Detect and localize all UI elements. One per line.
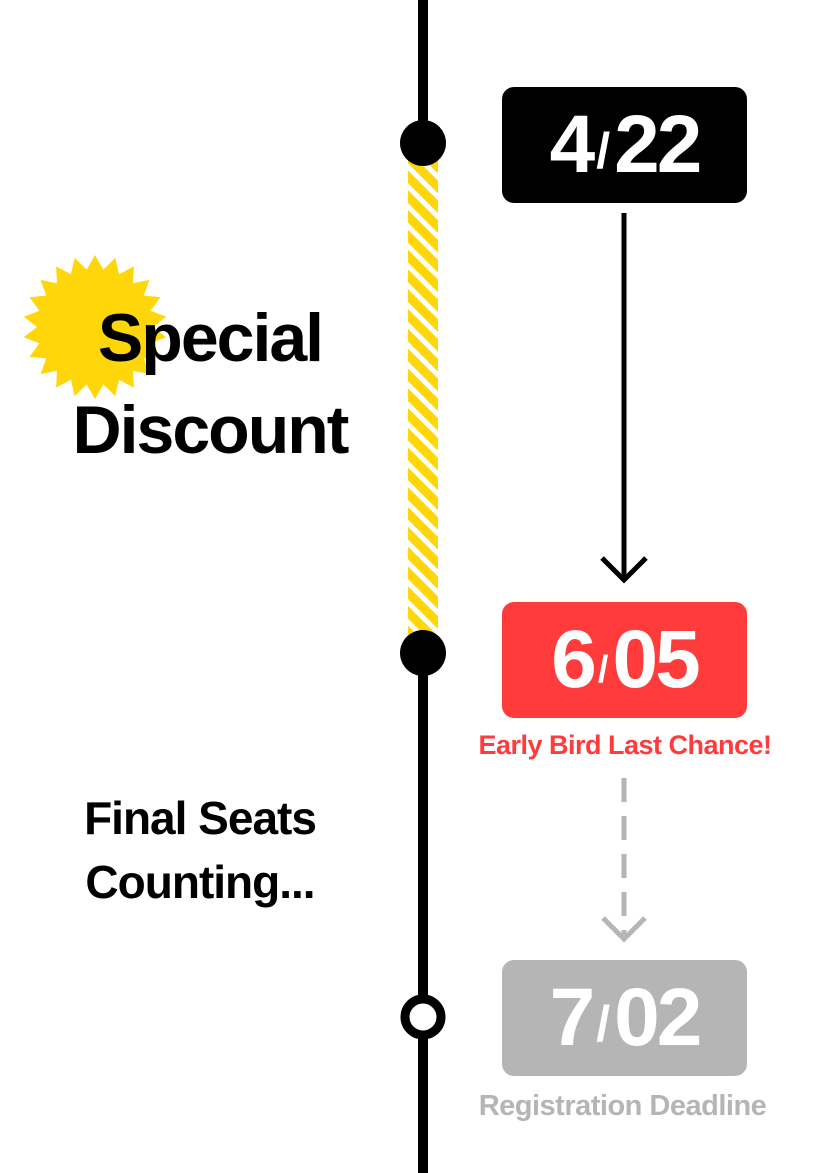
milestone-marker-deadline: [400, 994, 446, 1040]
date-day: 02: [614, 972, 702, 1063]
milestone-marker-start: [400, 120, 446, 166]
date-day: 22: [614, 99, 702, 190]
special-discount-label: Special Discount: [40, 292, 380, 476]
date-month: 4: [549, 99, 596, 190]
final-seats-line1: Final Seats: [84, 792, 317, 844]
date-box-deadline: 7 / 02: [502, 960, 747, 1076]
date-separator: /: [597, 649, 609, 691]
solid-arrow-head-icon: [600, 556, 648, 584]
date-separator: /: [596, 996, 611, 1052]
date-separator: /: [596, 123, 611, 179]
special-discount-line2: Discount: [72, 392, 350, 468]
early-bird-caption: Early Bird Last Chance!: [478, 730, 772, 760]
date-month: 6: [551, 614, 597, 705]
milestone-marker-early-bird: [400, 630, 446, 676]
date-box-start: 4 / 22: [502, 87, 747, 203]
special-discount-line1: Special: [97, 300, 324, 376]
dashed-arrow-head-icon: [601, 916, 647, 943]
final-seats-line2: Counting...: [85, 856, 315, 908]
final-seats-label: Final Seats Counting...: [30, 786, 370, 914]
deadline-caption: Registration Deadline: [478, 1090, 767, 1122]
date-day: 05: [612, 614, 700, 705]
discount-period-bar: [408, 145, 438, 650]
date-month: 7: [549, 972, 596, 1063]
starburst-icon: [23, 255, 167, 399]
date-box-early-bird: 6 / 05: [502, 602, 747, 718]
